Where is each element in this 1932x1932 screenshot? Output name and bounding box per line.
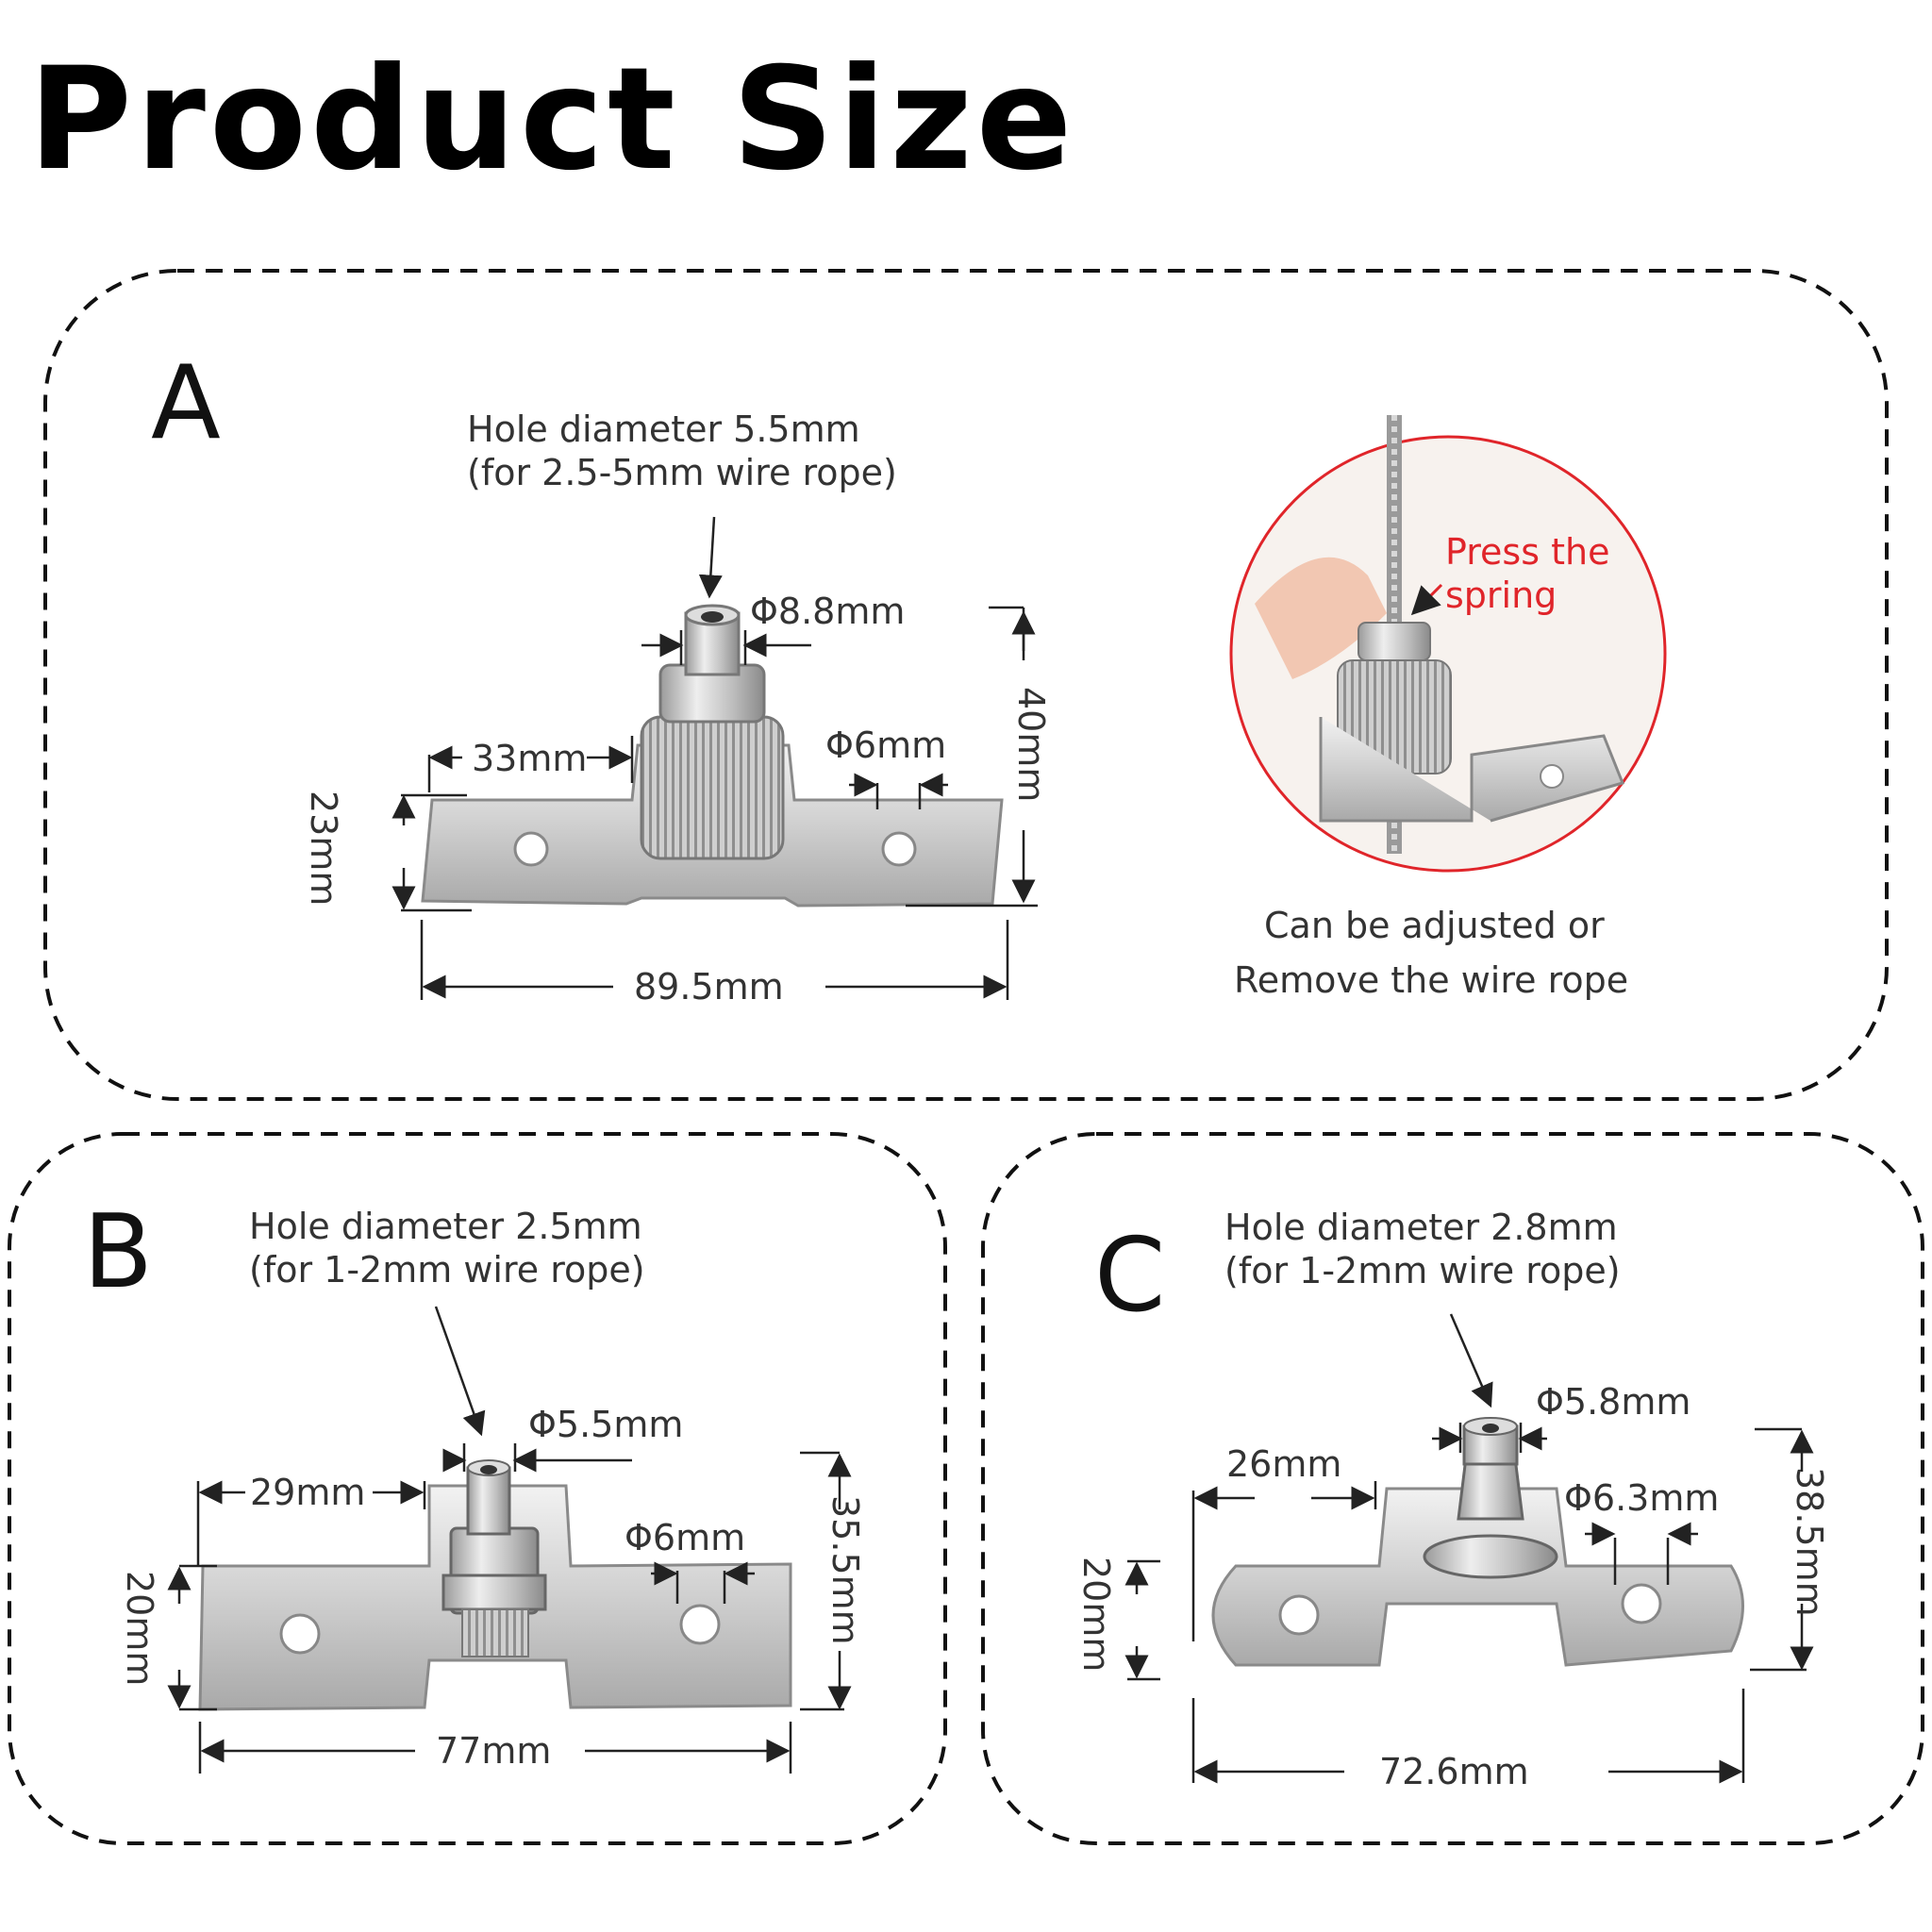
panel-a-hole-note-line2: (for 2.5-5mm wire rope): [467, 452, 897, 493]
panel-a-top-diameter: Φ8.8mm: [750, 591, 906, 632]
panel-a-callout-line2: spring: [1445, 575, 1557, 616]
panel-b-hole-note-line2: (for 1-2mm wire rope): [249, 1249, 645, 1291]
panel-b-label: B: [83, 1193, 154, 1311]
panel-c-border: [981, 1132, 1924, 1845]
panel-b-border: [8, 1132, 947, 1845]
panel-a-width: 89.5mm: [634, 966, 784, 1008]
panel-a-border: [43, 269, 1889, 1101]
panel-b-hole-diameter: Φ6mm: [625, 1517, 746, 1558]
panel-c-hole-note-line1: Hole diameter 2.8mm: [1224, 1207, 1618, 1248]
dimension-lines-b: [167, 1306, 852, 1774]
panel-a-label: A: [151, 344, 221, 462]
panel-c-hole-diameter: Φ6.3mm: [1564, 1477, 1720, 1519]
panel-a-callout-line1: Press the: [1445, 531, 1610, 573]
bracket-c-illustration: [1211, 1417, 1744, 1667]
panel-c-label: C: [1094, 1217, 1166, 1335]
spring-inset-illustration: [1229, 415, 1667, 873]
panel-a-offset: 33mm: [472, 738, 588, 779]
bracket-b-illustration: [198, 1459, 792, 1711]
panel-b-offset: 29mm: [250, 1472, 366, 1513]
panel-b-height: 35.5mm: [824, 1495, 866, 1645]
panel-c-top-diameter: Φ5.8mm: [1536, 1381, 1691, 1423]
panel-c-offset: 26mm: [1226, 1443, 1342, 1485]
dimension-lines-c: [1124, 1313, 1814, 1784]
panel-a-hole-note-line1: Hole diameter 5.5mm: [467, 408, 860, 450]
panel-a-side: 23mm: [303, 791, 344, 907]
panel-b-top-diameter: Φ5.5mm: [528, 1404, 684, 1445]
panel-c-width: 72.6mm: [1379, 1751, 1529, 1792]
bracket-a-illustration: [421, 604, 1004, 908]
panel-a-caption-line2: Remove the wire rope: [1234, 959, 1629, 1001]
panel-b-side: 20mm: [119, 1571, 160, 1687]
panel-b-width: 77mm: [436, 1730, 552, 1772]
panel-a-hole-diameter: Φ6mm: [825, 724, 947, 766]
panel-a-height: 40mm: [1010, 687, 1052, 803]
panel-c-hole-note-line2: (for 1-2mm wire rope): [1224, 1250, 1621, 1291]
panel-a-caption-line1: Can be adjusted or: [1264, 905, 1605, 946]
panel-c-height: 38.5mm: [1789, 1467, 1830, 1617]
page-title: Product Size: [28, 38, 1076, 202]
dimension-lines-a: [391, 516, 1038, 1000]
panel-b-hole-note-line1: Hole diameter 2.5mm: [249, 1206, 642, 1247]
panel-c-side: 20mm: [1075, 1557, 1117, 1673]
